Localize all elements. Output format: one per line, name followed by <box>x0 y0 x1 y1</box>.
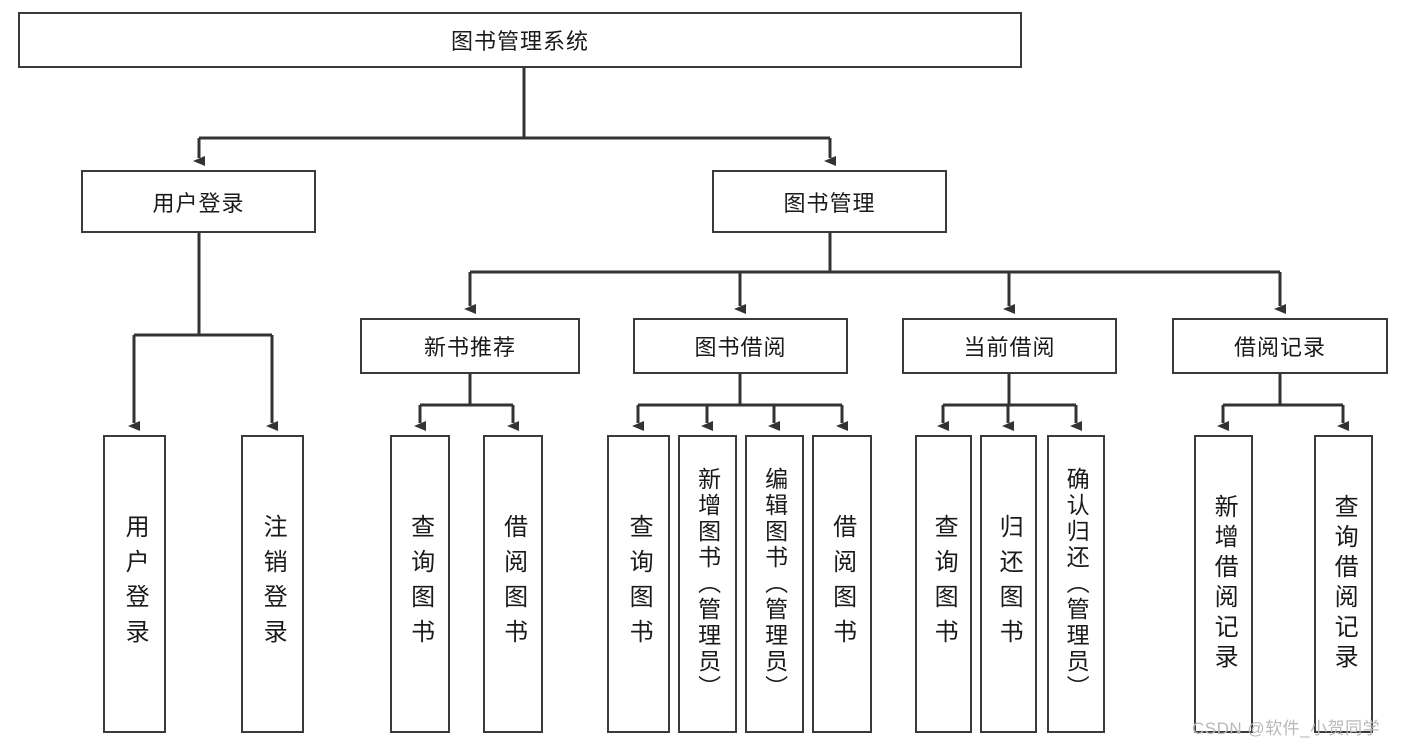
leaf-query-book-borrow[interactable]: 查询图书 <box>607 435 670 733</box>
node-current-borrow[interactable]: 当前借阅 <box>902 318 1117 374</box>
leaf-add-book-admin-label: 新增图书（管理员） <box>694 467 721 701</box>
leaf-edit-book-admin-label: 编辑图书（管理员） <box>761 467 788 701</box>
leaf-return-book-label: 归还图书 <box>995 514 1023 654</box>
node-root[interactable]: 图书管理系统 <box>18 12 1022 68</box>
leaf-query-book-borrow-label: 查询图书 <box>625 514 653 654</box>
node-new-book-recommend[interactable]: 新书推荐 <box>360 318 580 374</box>
node-book-management[interactable]: 图书管理 <box>712 170 947 233</box>
leaf-query-borrow-record[interactable]: 查询借阅记录 <box>1314 435 1373 733</box>
leaf-borrow-book-label: 借阅图书 <box>828 514 856 654</box>
leaf-user-login[interactable]: 用户登录 <box>103 435 166 733</box>
node-user-login-label: 用户登录 <box>152 190 245 216</box>
node-book-borrow[interactable]: 图书借阅 <box>633 318 848 374</box>
leaf-add-book-admin[interactable]: 新增图书（管理员） <box>678 435 737 733</box>
node-book-borrow-label: 图书借阅 <box>694 335 787 360</box>
leaf-borrow-book[interactable]: 借阅图书 <box>812 435 872 733</box>
node-current-borrow-label: 当前借阅 <box>963 335 1056 360</box>
leaf-logout-label: 注销登录 <box>259 514 287 654</box>
node-root-label: 图书管理系统 <box>450 29 589 54</box>
leaf-query-book-current-label: 查询图书 <box>930 514 958 654</box>
node-user-login[interactable]: 用户登录 <box>81 170 316 233</box>
node-borrow-records[interactable]: 借阅记录 <box>1172 318 1388 374</box>
csdn-watermark: CSDN @软件_小贺同学 <box>1192 719 1381 738</box>
leaf-query-book-recommend[interactable]: 查询图书 <box>390 435 450 733</box>
leaf-confirm-return-admin-label: 确认归还（管理员） <box>1063 467 1090 701</box>
leaf-add-borrow-record-label: 新增借阅记录 <box>1210 494 1238 674</box>
node-book-management-label: 图书管理 <box>783 190 876 216</box>
leaf-borrow-book-recommend[interactable]: 借阅图书 <box>483 435 543 733</box>
node-new-book-recommend-label: 新书推荐 <box>423 335 516 360</box>
leaf-logout[interactable]: 注销登录 <box>241 435 304 733</box>
leaf-edit-book-admin[interactable]: 编辑图书（管理员） <box>745 435 804 733</box>
leaf-borrow-book-recommend-label: 借阅图书 <box>499 514 527 654</box>
leaf-query-book-current[interactable]: 查询图书 <box>915 435 972 733</box>
leaf-return-book[interactable]: 归还图书 <box>980 435 1037 733</box>
leaf-add-borrow-record[interactable]: 新增借阅记录 <box>1194 435 1253 733</box>
node-borrow-records-label: 借阅记录 <box>1233 335 1326 360</box>
leaf-query-borrow-record-label: 查询借阅记录 <box>1330 494 1358 674</box>
leaf-confirm-return-admin[interactable]: 确认归还（管理员） <box>1047 435 1105 733</box>
leaf-query-book-recommend-label: 查询图书 <box>406 514 434 654</box>
leaf-user-login-label: 用户登录 <box>121 514 149 654</box>
